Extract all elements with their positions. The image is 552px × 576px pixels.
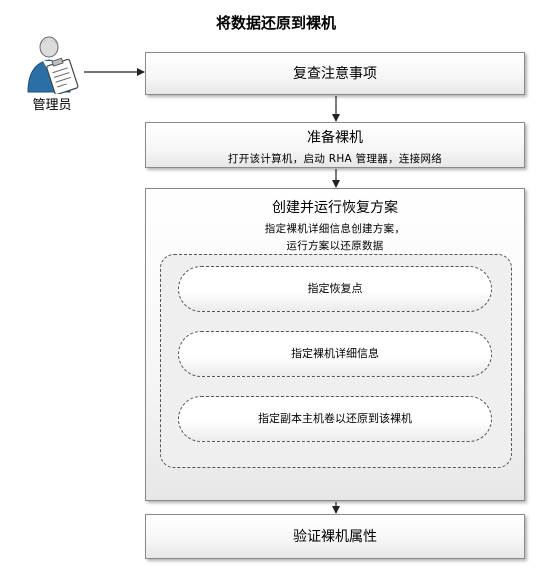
step-description-line-2: 运行方案以还原数据 bbox=[286, 240, 384, 252]
substep-specify-recovery-point: 指定恢复点 bbox=[178, 266, 492, 312]
step-review-notes: 复查注意事项 bbox=[145, 52, 525, 95]
administrator-clipboard-icon bbox=[22, 36, 84, 96]
step-description: 打开该计算机，启动 RHA 管理器，连接网络 bbox=[227, 153, 443, 165]
step-label: 复查注意事项 bbox=[293, 66, 377, 82]
diagram-title: 将数据还原到裸机 bbox=[215, 14, 336, 32]
step-verify-bare-metal: 验证裸机属性 bbox=[145, 514, 525, 559]
substep-specify-bare-metal-details: 指定裸机详细信息 bbox=[178, 331, 492, 377]
substep-specify-replica-volumes: 指定副本主机卷以还原到该裸机 bbox=[178, 396, 492, 442]
step-label: 验证裸机属性 bbox=[293, 529, 377, 545]
step-label: 创建并运行恢复方案 bbox=[272, 200, 398, 216]
step-prepare-bare-metal: 准备裸机 打开该计算机，启动 RHA 管理器，连接网络 bbox=[145, 122, 525, 168]
administrator-label: 管理员 bbox=[32, 98, 72, 113]
step-label: 准备裸机 bbox=[307, 130, 363, 146]
step-description-line-1: 指定裸机详细信息创建方案， bbox=[264, 223, 406, 235]
